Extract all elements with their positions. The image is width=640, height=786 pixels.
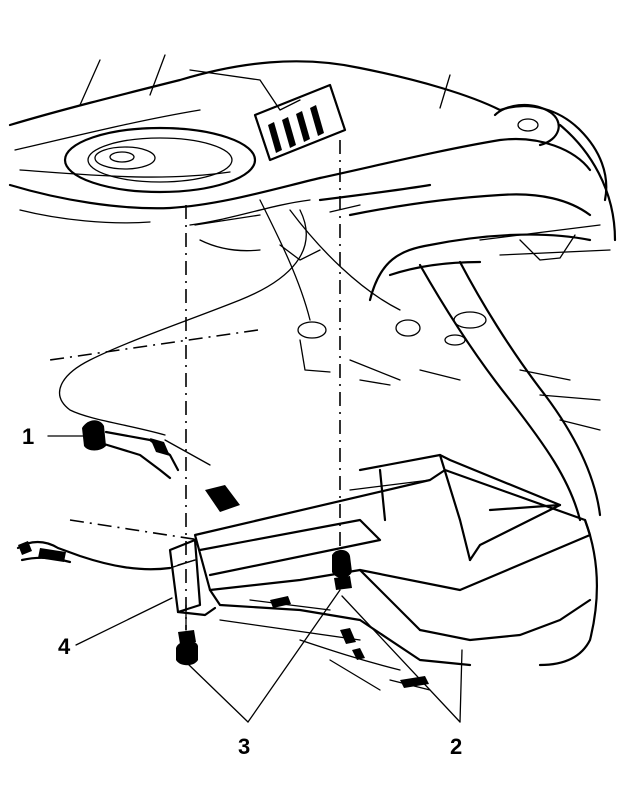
bolt-left bbox=[176, 604, 198, 666]
leader-2a bbox=[459, 649, 463, 723]
callout-3: 3 bbox=[238, 734, 250, 759]
vehicle-underbody bbox=[8, 54, 617, 522]
leader-lines bbox=[47, 435, 463, 723]
leader-2b bbox=[341, 595, 461, 723]
callout-2: 2 bbox=[450, 734, 462, 759]
leader-3a bbox=[187, 663, 249, 723]
leader-4 bbox=[75, 597, 173, 646]
alignment-lines bbox=[49, 140, 341, 630]
bracket bbox=[168, 538, 217, 617]
bolt-right bbox=[332, 549, 352, 590]
callouts: 1 2 3 4 bbox=[22, 424, 462, 759]
leader-3b bbox=[247, 589, 341, 723]
wire-loop bbox=[58, 209, 307, 436]
tank-assembly bbox=[193, 453, 599, 691]
wire-harness bbox=[16, 540, 196, 571]
callout-1: 1 bbox=[22, 424, 34, 449]
sensor-connector bbox=[82, 420, 211, 480]
bolts bbox=[176, 549, 352, 666]
callout-4: 4 bbox=[58, 634, 71, 659]
